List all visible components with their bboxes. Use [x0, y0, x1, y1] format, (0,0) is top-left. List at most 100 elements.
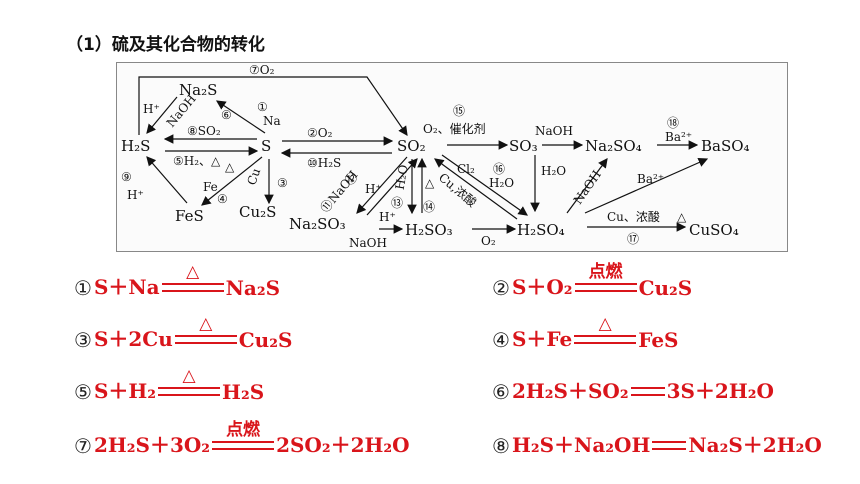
equation-reactants: S＋Na [93, 275, 160, 299]
label-8-so2: ⑧SO₂ [187, 124, 221, 138]
equation-3: ③ S＋2Cu △ Cu₂S [74, 316, 293, 353]
equation-number: ⑤ [74, 380, 92, 404]
equation-reactants: S＋2Cu [93, 327, 173, 351]
equation-8: ⑧ H₂S＋Na₂OH Na₂S＋2H₂O [492, 428, 822, 458]
label-fe: Fe [203, 180, 218, 194]
equation-reactants: S＋O₂ [511, 275, 573, 299]
arrow-ba2 [584, 158, 709, 214]
label-cu: Cu [244, 166, 263, 187]
reaction-condition: 点燃 [588, 262, 623, 282]
equation-products: Cu₂S [638, 276, 693, 300]
label-12: ⑫ [345, 172, 357, 186]
reaction-condition: △ [598, 314, 612, 334]
equation-1: ① S＋Na △ Na₂S [74, 264, 281, 301]
equation-number: ② [492, 276, 510, 300]
equals-bars [630, 387, 665, 396]
reaction-condition: △ [182, 366, 196, 386]
label-7-o2: ⑦O₂ [249, 63, 275, 77]
reaction-sign [652, 422, 687, 458]
species-fes: FeS [175, 207, 204, 225]
label-na: Na [263, 114, 281, 128]
equation-number: ③ [74, 328, 92, 352]
arrow-naoh3 [566, 158, 608, 214]
label-4: ④ [217, 192, 228, 206]
label-2-o2: ②O₂ [307, 126, 333, 140]
label-hplus-2: H⁺ [127, 188, 144, 202]
equation-products: FeS [638, 328, 679, 352]
label-naoh-4: NaOH [349, 236, 387, 250]
label-naoh-2: NaOH [535, 124, 573, 138]
label-delta-3: △ [677, 210, 687, 224]
label-6: ⑥ [221, 108, 232, 122]
equation-reactants: H₂S＋Na₂OH [511, 433, 651, 457]
label-delta-2: △ [425, 176, 435, 190]
label-10-h2s: ⑩H₂S [307, 156, 341, 170]
label-16: ⑯ [493, 162, 505, 176]
label-1: ① [257, 100, 268, 114]
equation-reactants: 2H₂S＋SO₂ [511, 379, 629, 403]
label-15: ⑮ [453, 104, 465, 118]
arrow-1 [216, 100, 266, 134]
label-o2-catalyst: O₂、催化剂 [423, 121, 486, 136]
species-baso4: BaSO₄ [701, 137, 750, 155]
equation-number: ④ [492, 328, 510, 352]
label-h2o-1: H₂O [393, 163, 411, 190]
arrow-11 [356, 156, 408, 214]
species-so3: SO₃ [509, 137, 538, 155]
species-h2so3: H₂SO₃ [405, 221, 453, 239]
species-na2so3: Na₂SO₃ [289, 215, 346, 233]
equation-number: ⑥ [492, 380, 510, 404]
equation-products: Na₂S [225, 276, 281, 300]
reaction-sign [630, 368, 665, 404]
equation-products: H₂S [222, 380, 265, 404]
label-o2: O₂ [481, 234, 496, 248]
equals-bars [574, 283, 637, 292]
equation-number: ① [74, 276, 92, 300]
equation-reactants: S＋H₂ [93, 379, 157, 403]
label-14: ⑭ [423, 200, 435, 214]
equation-number: ⑦ [74, 434, 92, 458]
species-na2s: Na₂S [179, 81, 217, 99]
equation-reactants: S＋Fe [511, 327, 573, 351]
label-hplus-4: H⁺ [379, 210, 396, 224]
equals-bars [652, 441, 687, 450]
label-5: ⑤H₂、△ [173, 154, 221, 168]
species-na2so4: Na₂SO₄ [585, 137, 642, 155]
arrow-7 [138, 76, 408, 136]
label-cl2: Cl₂ [457, 162, 475, 176]
label-naoh-3: NaOH [571, 168, 604, 207]
label-h2o-2: H₂O [489, 176, 514, 190]
arrow-16 [441, 154, 528, 216]
reaction-sign: 点燃 [212, 422, 275, 458]
reaction-sign: 点燃 [574, 262, 637, 300]
equation-number: ⑧ [492, 434, 510, 458]
equals-bars [161, 283, 224, 292]
reaction-sign: △ [574, 314, 637, 352]
reaction-sign: △ [174, 314, 237, 352]
equation-6: ⑥ 2H₂S＋SO₂ 3S＋2H₂O [492, 374, 774, 404]
label-delta-1: △ [225, 160, 235, 174]
equation-products: Na₂S＋2H₂O [688, 433, 822, 457]
equals-bars [158, 387, 221, 396]
species-cuso4: CuSO₄ [689, 221, 739, 239]
equation-products: Cu₂S [238, 328, 293, 352]
equation-2: ② S＋O₂ 点燃 Cu₂S [492, 264, 693, 301]
equals-bars [174, 335, 237, 344]
reaction-sign: △ [161, 264, 224, 300]
arrow-9 [146, 156, 188, 204]
label-ba-2: Ba²⁺ [637, 172, 664, 186]
label-9: ⑨ [121, 170, 132, 184]
arrow-cu-conc [434, 158, 518, 220]
species-cu2s: Cu₂S [239, 203, 276, 221]
label-cu-conc-2: Cu、浓酸 [607, 209, 660, 224]
equation-products: 3S＋2H₂O [666, 379, 774, 403]
equals-bars [574, 335, 637, 344]
label-3: ③ [277, 176, 288, 190]
reaction-network: H₂S Na₂S S FeS Cu₂S SO₂ SO₃ Na₂SO₄ BaSO₄… [121, 63, 750, 250]
arrow-naoh-hplus [146, 96, 178, 134]
equation-5: ⑤ S＋H₂ △ H₂S [74, 368, 265, 405]
equals-bars [212, 441, 275, 450]
reaction-condition: △ [199, 314, 213, 334]
label-ba-1: Ba²⁺ [665, 130, 692, 144]
label-hplus-3: H⁺ [365, 182, 382, 196]
